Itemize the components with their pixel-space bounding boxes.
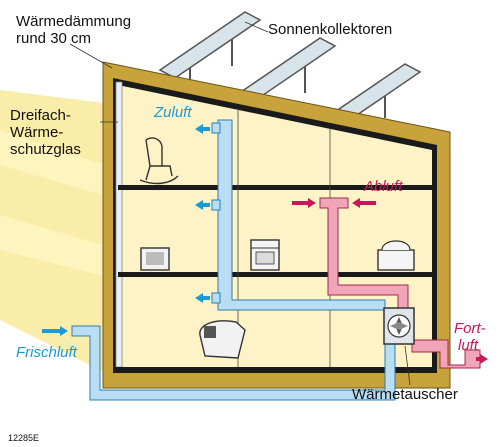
glass-label-line1: Dreifach-: [10, 107, 71, 124]
glass-label-line3: schutzglas: [10, 141, 81, 158]
tv-icon: [140, 247, 170, 271]
solar-collectors-label: Sonnenkollektoren: [268, 21, 393, 38]
interior: [118, 85, 432, 367]
heat-exchanger-label: Wärmetauscher: [352, 386, 458, 403]
exhaust-arrows: [292, 198, 488, 364]
floor-1: [118, 272, 432, 277]
supply-arrows: [42, 124, 210, 336]
outgoing-air-label-line2: luft: [458, 337, 479, 354]
exchanger-leader: [404, 345, 411, 386]
insulation-leader: [69, 43, 113, 69]
heat-exchanger: [383, 307, 415, 345]
insulation-label-line1: Wärmedämmung: [16, 13, 132, 30]
collector-leader: [244, 21, 269, 33]
exhaust-air-label: Abluft: [364, 178, 403, 195]
outgoing-air-label-line1: Fort-: [454, 320, 486, 337]
sofa-icon: [199, 320, 246, 359]
supply-air-label: Zuluft: [154, 104, 192, 121]
figure-code: 12285E: [8, 433, 40, 443]
rocking-chair-icon: [139, 137, 179, 185]
triple-glazing: [115, 81, 123, 368]
floor-2: [118, 185, 432, 190]
fresh-air-label: Frischluft: [16, 344, 77, 361]
sink-icon: [377, 240, 415, 271]
stove-icon: [250, 239, 280, 271]
insulation-label-line2: rund 30 cm: [16, 30, 92, 47]
sunlight-band: [0, 130, 120, 200]
ground-floor: [113, 367, 437, 373]
glass-label-line2: Wärme-: [10, 124, 64, 141]
sunlight-band: [0, 215, 120, 280]
